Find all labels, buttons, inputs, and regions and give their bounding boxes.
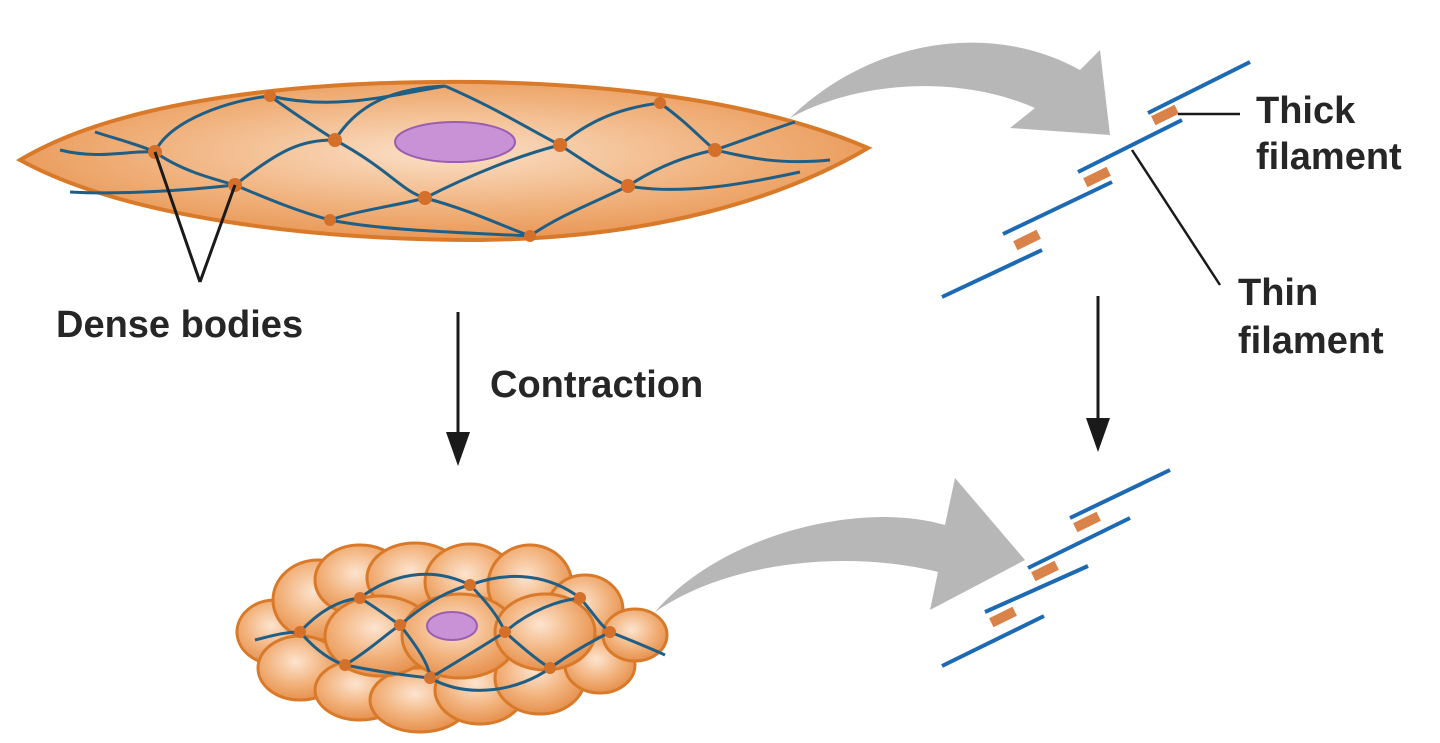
dense-body [418,191,432,205]
dense-body [621,179,635,193]
dense-body [708,143,722,157]
dense-body [464,579,476,591]
dense-body [574,592,586,604]
dense-bodies-pointer-lines [153,151,237,283]
thin-filament-pointer [1130,149,1222,286]
relaxed-cell-network [59,84,831,238]
thin-filament [1077,118,1183,174]
thick-filament-label-line1: Thick [1256,90,1356,132]
dense-body [553,138,567,152]
dense-body [354,592,366,604]
dense-body [604,626,616,638]
thick-filament [989,606,1017,628]
thick-filament [1073,511,1101,533]
thin-filament [1147,60,1251,115]
thick-filament [1031,560,1059,582]
dense-body [424,672,436,684]
dense-body [264,90,276,102]
dense-body [328,133,342,147]
contracted-cell-nucleus [426,611,478,641]
dense-body [394,619,406,631]
contraction-arrow-left [446,312,470,466]
dense-body [654,97,666,109]
contracted-filaments [941,468,1171,668]
relaxed-cell-nucleus [394,121,516,163]
contracted-dense-bodies [294,579,616,684]
dense-body [339,659,351,671]
relaxed-filaments [941,60,1251,299]
dense-body [294,626,306,638]
contraction-arrow-right [1086,296,1110,452]
relaxed-cell [15,79,873,283]
relaxed-dense-bodies [148,90,722,242]
thin-filament-label-line2: filament [1238,320,1384,362]
dense-bodies-label: Dense bodies [56,304,304,346]
thin-filament-label-line1: Thin [1238,272,1319,314]
zoom-arrow-bottom [655,478,1025,612]
thin-filament [1027,516,1131,570]
zoom-arrow-top [790,42,1110,135]
dense-body [499,626,511,638]
dense-body [524,230,536,242]
contraction-label: Contraction [490,364,704,406]
thick-filament [1151,104,1179,126]
thin-filament [1069,468,1171,520]
thick-filament-label-line2: filament [1256,136,1402,178]
thin-filament [941,248,1043,299]
thin-filament [1002,180,1113,236]
thick-filament [1083,166,1111,188]
thick-filament [1013,229,1041,251]
thin-filament [984,564,1089,614]
thin-filament [941,614,1045,668]
dense-body [544,662,556,674]
dense-body [324,214,336,226]
